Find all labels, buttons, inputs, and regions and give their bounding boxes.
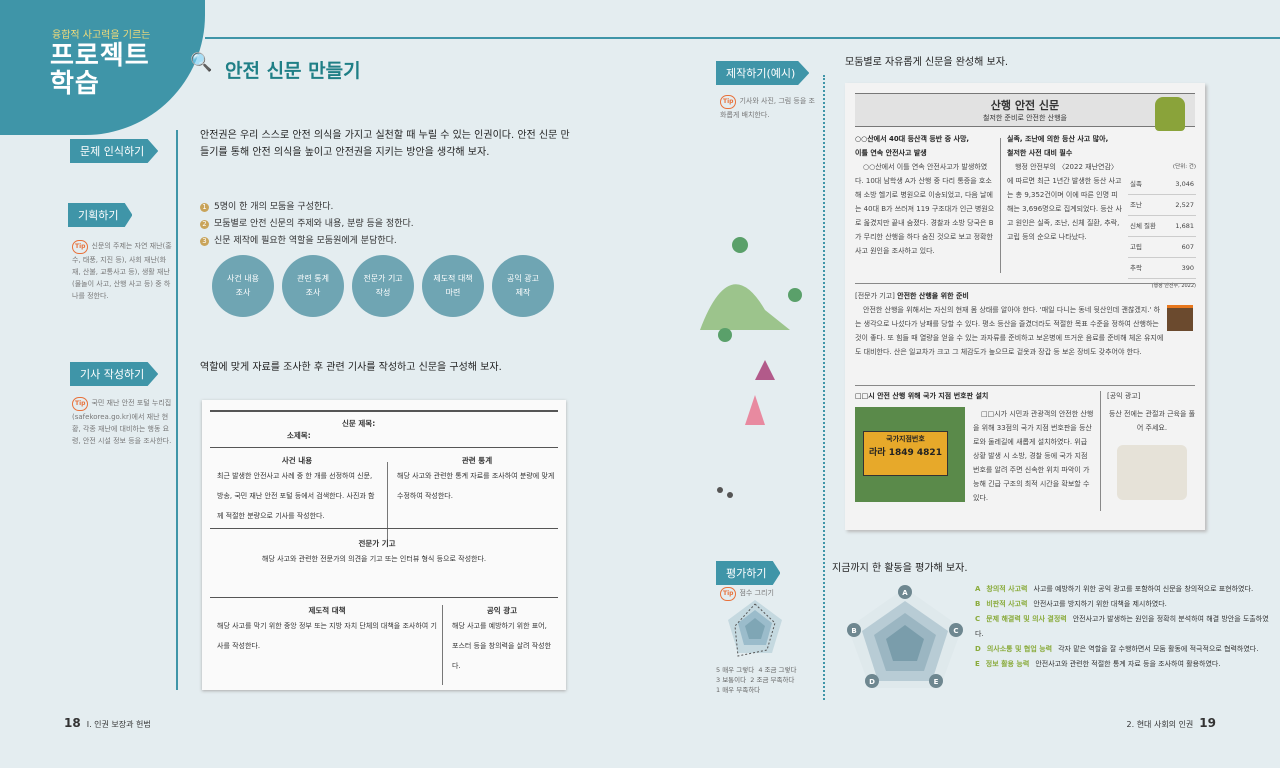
sample-radar [728, 600, 782, 657]
tip-icon: Tip [720, 587, 737, 601]
newspaper-header: 산행 안전 신문 철저한 준비로 안전한 산행을 [855, 93, 1195, 127]
tip-icon: Tip [720, 95, 737, 109]
axis-a [898, 585, 912, 599]
divider-line [205, 37, 1280, 39]
tag-plan: 기획하기 [68, 203, 133, 227]
step-number: 1 [200, 203, 209, 212]
score-scale: 5 매우 그렇다 4 조금 그렇다 3 보통이다 2 조금 부족하다 1 매우 … [716, 666, 797, 694]
tag-problem: 문제 인식하기 [70, 139, 159, 163]
step-text: 모둠별로 안전 신문의 주제와 내용, 분량 등을 정한다. [214, 219, 414, 229]
step-number: 2 [200, 220, 209, 229]
tag-write: 기사 작성하기 [70, 362, 159, 386]
timeline-line [176, 130, 178, 690]
stretching-illustration [1117, 445, 1187, 500]
step-text: 신문 제작에 필요한 역할을 모둠원에게 분담한다. [214, 236, 397, 246]
tag-make: 제작하기(예시) [716, 61, 810, 85]
mug-icon [1167, 305, 1193, 331]
tip-icon: Tip [72, 240, 89, 254]
footer-left: 18 Ⅰ. 인권 보장과 헌법 [58, 716, 151, 730]
step-item: 2 모둠별로 안전 신문의 주제와 내용, 분량 등을 정한다. [200, 216, 414, 233]
article-expert: [전문가 기고] 안전한 산행을 위한 준비 안전한 산행을 위해서는 자신의 … [855, 292, 1164, 356]
article-accident: ○○산에서 40대 등산객 등반 중 사망,이틀 연속 안전사고 발생 ○○산에… [855, 135, 995, 255]
banner-subtitle: 융합적 사고력을 기르는 [52, 30, 151, 41]
banner-title-line2: 학습 [50, 69, 100, 99]
step-item: 1 5명이 한 개의 모둠을 구성한다. [200, 199, 414, 216]
tag-eval: 평가하기 [716, 561, 781, 585]
template-subtitle: 소제목: [287, 431, 311, 440]
page-number: 19 [1199, 716, 1216, 730]
newspaper-slogan: 철저한 준비로 안전한 산행을 [983, 114, 1067, 122]
tip-icon: Tip [72, 397, 89, 411]
step-item: 3 신문 제작에 필요한 역할을 모둠원에게 분담한다. [200, 233, 414, 250]
article-statistics: 실족, 조난에 의한 등산 사고 많아,철저한 사전 대비 필수 행정 안전부의… [1007, 132, 1197, 293]
dotted-timeline [823, 75, 825, 700]
svg-text:D: D [869, 678, 875, 686]
axis-b [847, 623, 861, 637]
axis-c [949, 623, 963, 637]
magnifier-icon: 🔍 [190, 52, 213, 73]
tip-text: 신문의 주제는 자연 재난(홍수, 태풍, 지진 등), 사회 재난(화재, 산… [72, 242, 172, 300]
tip-text: 국민 재난 안전 포털 누리집(safekorea.go.kr)에서 재난 현황… [72, 399, 172, 445]
chapter-label: 2. 현대 사회의 인권 [1126, 720, 1194, 729]
mountain-illustration [700, 237, 802, 498]
svg-text:E: E [934, 678, 939, 686]
steps-list: 1 5명이 한 개의 모둠을 구성한다. 2 모둠별로 안전 신문의 주제와 내용,… [200, 199, 414, 250]
svg-text:A: A [902, 589, 908, 597]
eval-instruction: 지금까지 한 활동을 평가해 보자. [832, 563, 968, 574]
tip-text: 점수 그리기 [739, 589, 774, 597]
axis-d [865, 674, 879, 688]
step-number: 3 [200, 237, 209, 246]
page-title: 안전 신문 만들기 [225, 60, 361, 82]
evaluation-radar[interactable]: A B C D E [840, 583, 970, 693]
intro-text: 안전권은 우리 스스로 안전 의식을 가지고 실천할 때 누릴 수 있는 인권이… [200, 130, 570, 158]
newspaper-example: 산행 안전 신문 철저한 준비로 안전한 산행을 ○○산에서 40대 등산객 등… [845, 83, 1205, 530]
chapter-label: Ⅰ. 인권 보장과 헌법 [86, 720, 151, 729]
step-text: 5명이 한 개의 모둠을 구성한다. [214, 202, 334, 212]
footer-right: 2. 현대 사회의 인권 19 [1127, 716, 1222, 730]
signpost-photo: 국가지점번호 라라 1849 4821 [855, 407, 965, 502]
write-instruction: 역할에 맞게 자료를 조사한 후 관련 기사를 작성하고 신문을 구성해 보자. [200, 362, 502, 373]
page-number: 18 [64, 716, 81, 730]
tip-text: 기사와 사진, 그림 등을 조화롭게 배치한다. [720, 97, 815, 119]
axis-e [929, 674, 943, 688]
newspaper-name: 산행 안전 신문 [990, 99, 1060, 112]
backpack-icon [1155, 97, 1185, 131]
svg-text:B: B [851, 627, 856, 635]
svg-text:C: C [953, 627, 958, 635]
template-title: 신문 제목: [342, 419, 376, 428]
banner-title-line1: 프로젝트 [50, 41, 150, 71]
make-instruction: 모둠별로 자유롭게 신문을 완성해 보자. [845, 57, 1009, 68]
article-policy: □□시 안전 산행 위해 국가 지점 번호판 설치 국가지점번호 라라 1849… [855, 392, 1094, 502]
article-ad: [공익 광고] 등산 전에는 관절과 근육을 풀어 주세요. [1107, 389, 1197, 500]
